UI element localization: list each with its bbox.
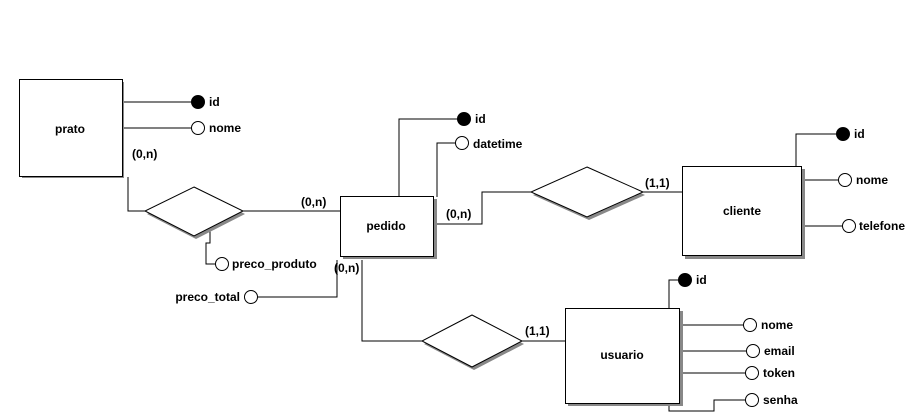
entity-cliente[interactable]: cliente xyxy=(682,166,806,260)
entity-pedido[interactable]: pedido xyxy=(340,196,438,260)
usuario-email-label: email xyxy=(764,344,795,358)
cardinality-pedido-prato: (0,n) xyxy=(301,195,326,209)
attribute-icon xyxy=(191,121,205,135)
relationship-pedido-usuario[interactable] xyxy=(420,314,524,370)
cardinality-labels: (0,n) (0,n) (0,n) (1,1) (0,n) (1,1) xyxy=(132,147,670,338)
pedido-id-label: id xyxy=(475,112,486,126)
entity-prato-label: prato xyxy=(55,122,85,136)
entity-pedido-label: pedido xyxy=(366,219,405,233)
attribute-icon xyxy=(743,318,757,332)
preco-total-label: preco_total xyxy=(175,290,240,304)
pedido-datetime-label: datetime xyxy=(473,137,523,151)
entity-cliente-label: cliente xyxy=(723,204,761,218)
attribute-icon xyxy=(746,344,760,358)
attribute-icon xyxy=(745,366,759,380)
prato-id-label: id xyxy=(209,95,220,109)
attribute-icon xyxy=(215,257,229,271)
attribute-icon xyxy=(455,136,469,150)
entity-usuario-label: usuario xyxy=(600,348,643,362)
attribute-labels: id nome id datetime id nome telefone pre… xyxy=(175,95,905,407)
cliente-nome-label: nome xyxy=(856,173,888,187)
relationship-prato-pedido[interactable] xyxy=(143,186,245,239)
attribute-icon xyxy=(838,173,852,187)
usuario-token-label: token xyxy=(763,366,795,380)
entity-usuario[interactable]: usuario xyxy=(565,308,684,407)
attribute-icon xyxy=(842,219,856,233)
prato-nome-label: nome xyxy=(209,121,241,135)
relationship-pedido-cliente[interactable] xyxy=(529,166,645,220)
key-attribute-icon xyxy=(836,127,850,141)
cardinality-cliente: (1,1) xyxy=(645,176,670,190)
usuario-senha-label: senha xyxy=(763,393,798,407)
attribute-icon xyxy=(745,393,759,407)
cardinality-usuario: (1,1) xyxy=(525,324,550,338)
preco-produto-label: preco_produto xyxy=(232,257,317,271)
attribute-icon xyxy=(244,290,258,304)
key-attribute-icon xyxy=(457,112,471,126)
cardinality-prato: (0,n) xyxy=(132,147,157,161)
cardinality-pedido-cliente: (0,n) xyxy=(446,207,471,221)
connectors xyxy=(123,101,843,412)
usuario-id-label: id xyxy=(696,273,707,287)
cardinality-pedido-usuario: (0,n) xyxy=(334,261,359,275)
cliente-telefone-label: telefone xyxy=(859,219,905,233)
usuario-nome-label: nome xyxy=(761,318,793,332)
key-attribute-icon xyxy=(678,273,692,287)
attribute-markers xyxy=(191,95,856,407)
cliente-id-label: id xyxy=(854,127,865,141)
entity-prato[interactable]: prato xyxy=(19,79,125,179)
key-attribute-icon xyxy=(191,95,205,109)
